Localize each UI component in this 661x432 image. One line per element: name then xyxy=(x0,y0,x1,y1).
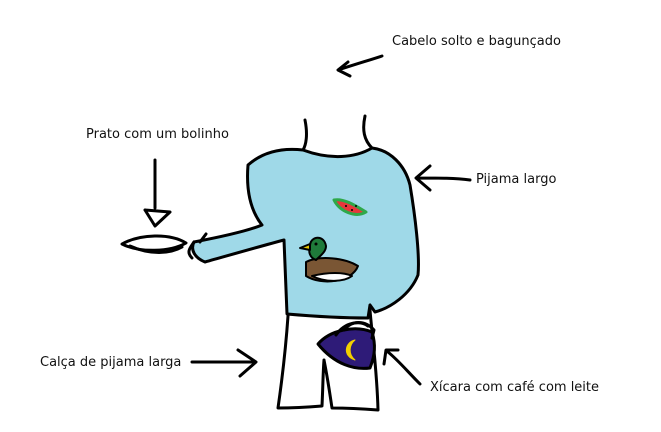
plate-label: Prato com um bolinho xyxy=(86,127,229,142)
arrow-plate xyxy=(143,158,172,228)
mug-label: Xícara com café com leite xyxy=(430,380,600,395)
arrow-mug xyxy=(382,348,422,386)
plate-rim xyxy=(128,244,184,254)
hand-outline-2 xyxy=(198,232,208,244)
pajama-label: Pijama largo xyxy=(476,172,557,187)
pants-label: Calça de pijama larga xyxy=(40,355,182,370)
neck-outline xyxy=(301,114,374,152)
hair-label: Cabelo solto e bagunçado xyxy=(392,34,561,49)
arrow-pants xyxy=(190,348,258,378)
arrow-pajama xyxy=(414,164,472,192)
shirt xyxy=(191,146,420,320)
arrow-hair xyxy=(336,54,384,78)
watermelon-icon xyxy=(332,198,368,216)
moon-icon xyxy=(345,339,356,361)
mug-hand xyxy=(334,321,370,337)
duck-icon xyxy=(299,236,359,283)
hand-outline xyxy=(187,240,196,260)
